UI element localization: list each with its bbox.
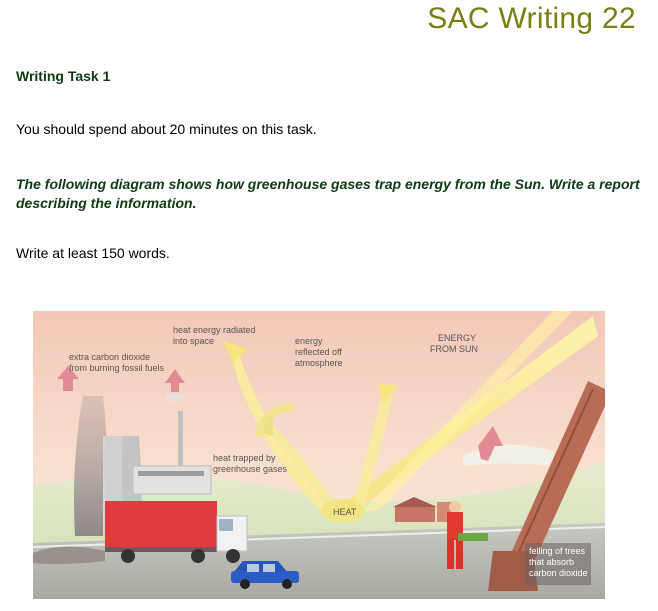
label-extra-carbon-line1: extra carbon dioxide <box>69 352 150 362</box>
word-count-instruction: Write at least 150 words. <box>16 245 170 261</box>
heat-glow <box>321 499 365 523</box>
time-instruction: You should spend about 20 minutes on thi… <box>16 121 317 137</box>
page-header-title: SAC Writing 22 <box>427 2 636 35</box>
label-energy-reflected-line1: energy <box>295 336 323 346</box>
co2-arrow-icon <box>478 426 503 461</box>
task-title: Writing Task 1 <box>16 68 111 84</box>
label-energy-from-sun-line2: FROM SUN <box>430 344 478 354</box>
label-heat-radiated-line1: heat energy radiated <box>173 325 256 335</box>
car <box>231 561 299 589</box>
label-heat-trapped-line2: greenhouse gases <box>213 464 288 474</box>
label-felling-line1: felling of trees <box>529 546 586 556</box>
lumberjack <box>447 501 488 569</box>
label-heat: HEAT <box>333 507 357 517</box>
co2-arrow-icon <box>165 369 185 393</box>
label-energy-reflected-line3: atmosphere <box>295 358 343 368</box>
sun-energy-beams <box>223 311 598 516</box>
greenhouse-diagram: heat energy radiated into space extra ca… <box>33 311 605 599</box>
co2-arrow-icon <box>57 366 79 391</box>
label-energy-reflected-line2: reflected off <box>295 347 342 357</box>
truck <box>33 501 248 565</box>
task-prompt: The following diagram shows how greenhou… <box>16 176 640 211</box>
label-heat-trapped-line1: heat trapped by <box>213 453 276 463</box>
label-heat-radiated-line2: into space <box>173 336 214 346</box>
label-extra-carbon-line2: from burning fossil fuels <box>69 363 165 373</box>
label-felling-line3: carbon dioxide <box>529 568 588 578</box>
label-energy-from-sun-line1: ENERGY <box>438 333 476 343</box>
label-felling-line2: that absorb <box>529 557 574 567</box>
